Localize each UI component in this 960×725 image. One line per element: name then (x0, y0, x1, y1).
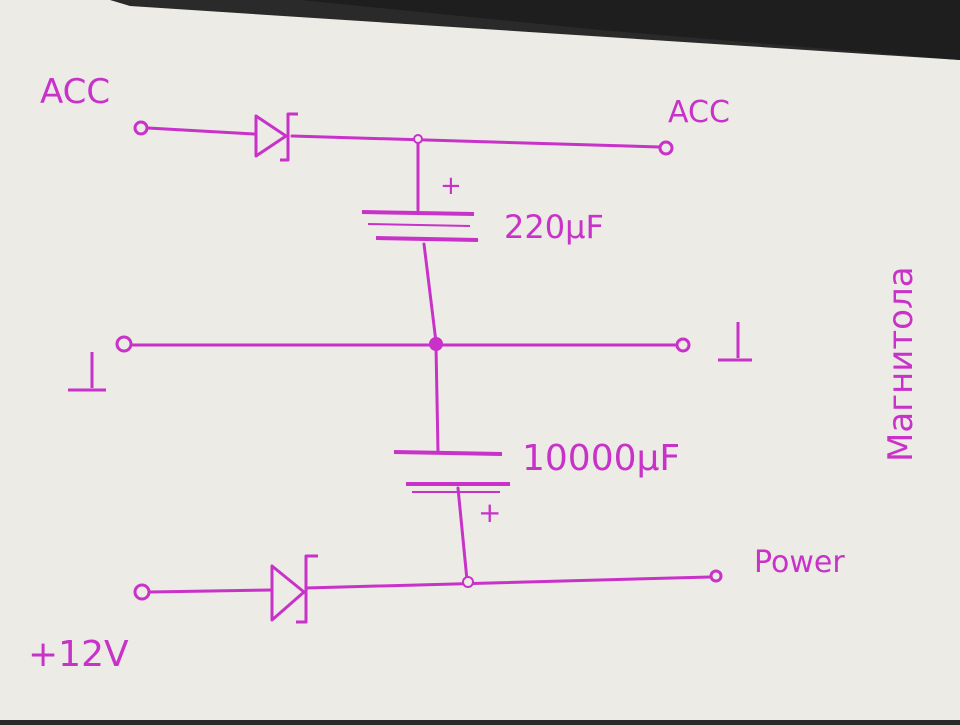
terminal-ground-left[interactable] (115, 335, 133, 353)
wire-12v-left (148, 588, 274, 594)
cap220-plate-top-2 (367, 223, 471, 227)
diode-acc (254, 112, 298, 162)
terminal-power-out[interactable] (709, 569, 723, 583)
capacitor-220uF (361, 210, 479, 242)
wire-power-right (304, 575, 712, 590)
label-power: Power (754, 545, 845, 580)
capacitor-10000uF (393, 450, 510, 493)
label-acc-out: ACC (668, 95, 730, 130)
terminal-ground-right[interactable] (675, 337, 691, 353)
terminals (115, 120, 723, 601)
label-12v: +12V (28, 634, 129, 675)
terminal-acc-in[interactable] (133, 120, 149, 136)
diode-12v-bar (296, 554, 318, 624)
diode-acc-triangle (254, 114, 288, 158)
circuit-wiring (131, 126, 712, 594)
ground-symbol-left (68, 352, 106, 392)
cap220-plate-top (361, 210, 475, 216)
wire-vertical-mid (422, 242, 438, 344)
label-cap-10000: 10000µF (522, 438, 680, 479)
junction-power (462, 576, 474, 588)
ground-symbol-right (718, 322, 752, 362)
terminal-acc-out[interactable] (658, 140, 674, 156)
cap10000-plate-top (393, 450, 503, 456)
cap220-plate-bottom (375, 236, 479, 242)
label-cap-bottom-plus: + (478, 496, 501, 529)
label-magnitola: Магнитола (881, 266, 921, 462)
label-cap-220: 220µF (504, 208, 604, 246)
junctions (413, 134, 474, 588)
junction-acc (413, 134, 423, 144)
diode-acc-bar (280, 112, 298, 162)
label-acc-in: ACC (40, 72, 110, 112)
keyboard-edge (300, 0, 960, 60)
wire-acc-left (146, 126, 256, 136)
wire-vertical-bottom (456, 486, 469, 582)
diode-12v (270, 554, 318, 624)
wire-acc-right (290, 134, 662, 149)
label-cap-top-plus: + (440, 171, 462, 201)
diode-12v-triangle (270, 564, 306, 622)
wire-vertical-lower (434, 344, 440, 454)
terminal-12v-in[interactable] (133, 583, 151, 601)
junction-ground (429, 337, 443, 351)
